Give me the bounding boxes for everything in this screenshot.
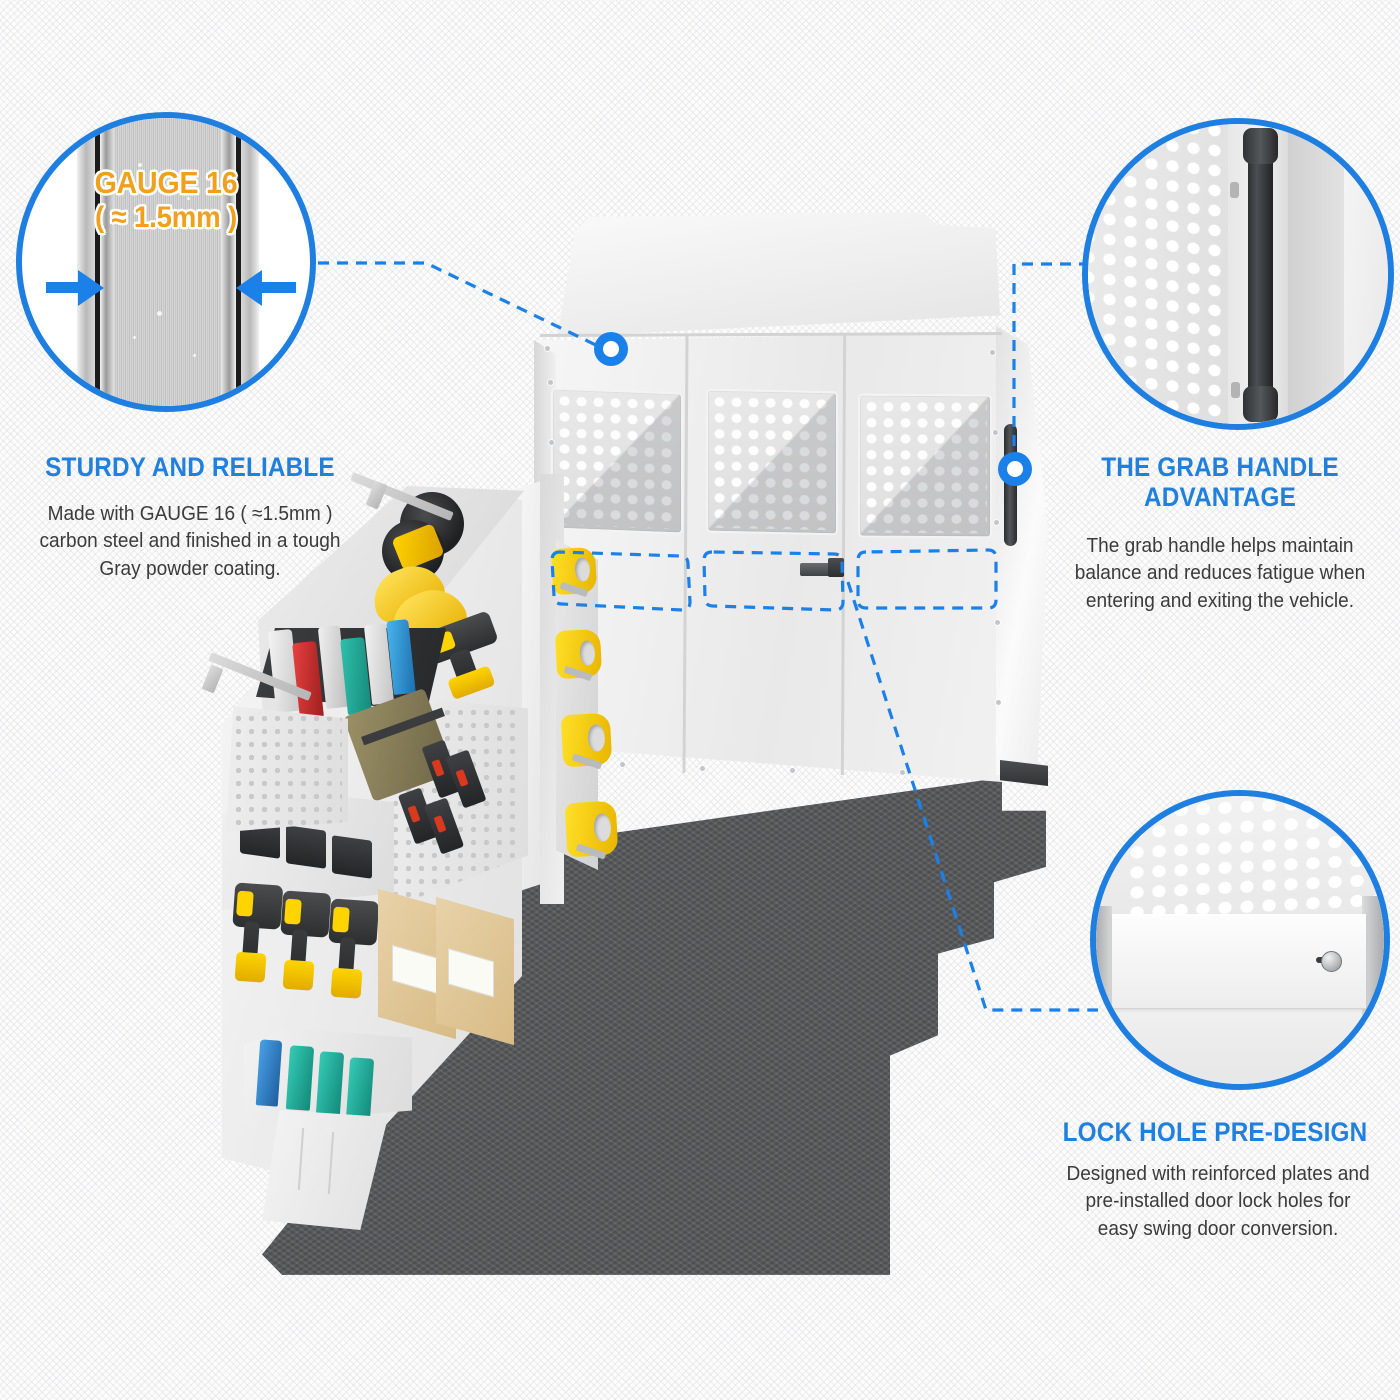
screw [790, 768, 795, 773]
steel-gap-left [95, 118, 100, 406]
steel-core-sheet [114, 118, 222, 406]
grab-handle-cap-top [1243, 128, 1278, 164]
thickness-arrow-right-head [236, 270, 262, 306]
screw [996, 700, 1001, 705]
cordless-drill-2 [277, 890, 332, 991]
handle-rear-panel [1284, 124, 1344, 424]
thickness-arrow-left-head [78, 270, 104, 306]
aerosol-can-2 [285, 1045, 315, 1111]
battery-charger-3 [332, 835, 372, 879]
handle-background-wall [1338, 124, 1388, 424]
cordless-drill-3 [325, 898, 380, 999]
callout-body-grab-handle: The grab handle helps maintain balance a… [1053, 532, 1388, 614]
callout-title-line: ADVANTAGE [1144, 482, 1296, 513]
callout-title-lock-hole: LOCK HOLE PRE-DESIGN [1062, 1117, 1368, 1147]
shelf-side-pegpanel [226, 706, 348, 832]
callout-body-line: Designed with reinforced plates and [1066, 1162, 1370, 1185]
screw [548, 380, 553, 385]
panel-screw-top [1230, 182, 1239, 198]
callout-body-line: pre-installed door lock holes for [1085, 1189, 1351, 1213]
steel-outer-left [77, 118, 95, 406]
perforated-screen [1088, 124, 1228, 424]
cordless-drill-1 [229, 882, 284, 983]
lock-knob [1321, 951, 1342, 972]
battery-charger-2 [286, 825, 326, 869]
screw [995, 620, 1000, 625]
steel-edge-right [221, 118, 236, 406]
steel-gap-right [236, 118, 241, 406]
callout-body-line: Made with GAUGE 16 ( ≈1.5mm ) [47, 502, 333, 525]
screw [549, 440, 554, 445]
door-rail-right [1362, 896, 1384, 1046]
carton-2 [436, 896, 514, 1046]
thickness-arrow-left-bar [46, 282, 80, 293]
lower-door-panel [1112, 1008, 1366, 1084]
callout-body-line: easy swing door conversion. [1097, 1216, 1339, 1240]
door-lock-hole [1316, 951, 1342, 972]
gauge-line-2: ( ≈ 1.5mm ) [95, 201, 237, 235]
mounting-bracket-lower-foot [201, 664, 224, 694]
callout-body-line: Gray powder coating. [99, 556, 281, 580]
perforated-window-center [706, 388, 838, 536]
aerosol-can-3 [315, 1051, 345, 1117]
perforated-window-right [858, 393, 992, 539]
callout-body-sturdy: Made with GAUGE 16 ( ≈1.5mm ) carbon ste… [21, 500, 360, 582]
screw [900, 770, 905, 775]
steel-edge-left [100, 118, 115, 406]
callout-title-sturdy: STURDY AND RELIABLE [45, 452, 335, 482]
callout-body-line: carbon steel and finished in a tough [39, 529, 341, 553]
lock-hole-macro-photo [1096, 796, 1384, 1084]
perforated-upper-panel [1096, 796, 1384, 924]
thickness-arrow-right-bar [262, 282, 296, 293]
callout-title-line: THE GRAB HANDLE [1101, 452, 1339, 482]
callout-body-line: entering and exiting the vehicle. [1085, 588, 1355, 612]
partition-right-side-panel [996, 326, 1048, 788]
grab-handle-cap-bottom [1243, 386, 1278, 422]
callout-body-line: The grab handle helps maintain [1086, 534, 1354, 557]
steel-outer-right [241, 118, 259, 406]
grab-handle-macro-photo [1088, 124, 1388, 424]
door-latch-knob [828, 558, 844, 577]
screw [620, 762, 625, 767]
callout-title-grab-handle: THE GRAB HANDLE ADVANTAGE [1058, 452, 1382, 512]
screw [545, 346, 550, 351]
steel-macro-photo: GAUGE 16 ( ≈ 1.5mm ) [22, 118, 310, 406]
callout-body-lock-hole: Designed with reinforced plates and pre-… [1049, 1160, 1388, 1242]
screw [990, 350, 995, 355]
aerosol-can-1 [255, 1039, 283, 1107]
screw [994, 520, 999, 525]
callout-circle-grab-handle [1082, 118, 1394, 430]
grab-handle-bar [1248, 132, 1273, 418]
callout-body-line: balance and reduces fatigue when [1074, 561, 1366, 585]
panel-screw-bottom [1231, 382, 1240, 398]
callout-circle-lock-hole [1090, 790, 1390, 1090]
aerosol-can-4 [345, 1057, 375, 1123]
partition-right-base-step [1000, 760, 1048, 786]
partition-top-cap [557, 212, 1000, 337]
perforated-window-left [551, 387, 683, 535]
door-rail-left [1096, 906, 1112, 1036]
gauge-overlay-label: GAUGE 16 ( ≈ 1.5mm ) [22, 166, 310, 235]
marker-grab-handle[interactable] [998, 452, 1032, 486]
screw [700, 766, 705, 771]
screw [993, 430, 998, 435]
gauge-line-1: GAUGE 16 [94, 165, 238, 200]
marker-steel-edge[interactable] [594, 332, 628, 366]
callout-circle-sturdy: GAUGE 16 ( ≈ 1.5mm ) [16, 112, 316, 412]
